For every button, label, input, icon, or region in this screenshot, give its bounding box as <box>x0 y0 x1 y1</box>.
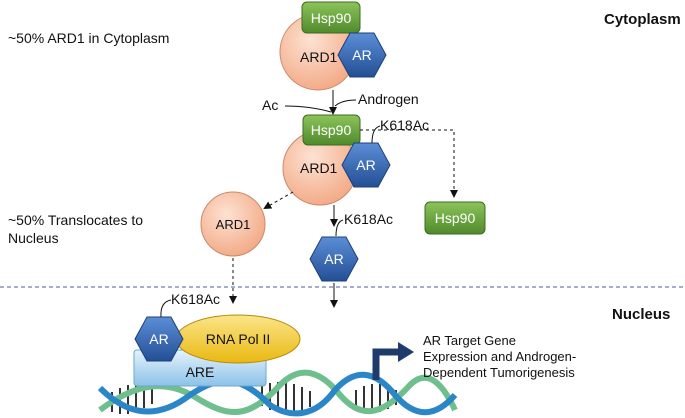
androgen-label: Androgen <box>358 91 419 107</box>
k618ac-label-mid: K618Ac <box>380 117 429 133</box>
k618ac-tag-mid <box>371 125 381 144</box>
hsp90-box-top <box>301 1 361 34</box>
ac-label: Ac <box>262 97 278 113</box>
ar-label-bound: AR <box>149 331 168 347</box>
k618ac-tag-bound <box>160 299 172 318</box>
dna-helix <box>97 369 458 417</box>
are-label: ARE <box>186 364 215 380</box>
ard1-release-arrow <box>263 191 294 209</box>
ard1-label-top: ARD1 <box>300 49 338 65</box>
cytoplasm-label: Cytoplasm <box>604 11 681 28</box>
ar-hexagon-free <box>309 236 359 282</box>
hsp90-label-mid: Hsp90 <box>311 122 352 138</box>
k618ac-tag-free <box>335 219 344 237</box>
target-gene-line3: Dependent Tumorigenesis <box>423 365 575 380</box>
androgen-curve <box>334 99 357 107</box>
hsp90-label-free: Hsp90 <box>435 210 476 226</box>
hsp90-box-free <box>424 201 486 235</box>
ard1-label-free: ARD1 <box>216 217 251 232</box>
hsp90-label-top: Hsp90 <box>311 10 352 26</box>
translocate-label-line1: ~50% Translocates to <box>8 212 143 228</box>
ard1-cytoplasm-label: ~50% ARD1 in Cytoplasm <box>8 30 169 46</box>
ar-label-free: AR <box>324 251 343 267</box>
k618ac-label-free: K618Ac <box>344 211 393 227</box>
ar-label-top: AR <box>352 47 371 63</box>
translocate-label-line2: Nucleus <box>8 230 59 246</box>
target-gene-line2: Expression and Androgen- <box>423 349 576 364</box>
ar-label-mid: AR <box>356 157 375 173</box>
ar-hexagon-top <box>337 32 387 78</box>
ar-hexagon-mid <box>341 142 391 188</box>
ard1-circle-free <box>200 191 266 257</box>
rna-pol-label: RNA Pol II <box>206 331 271 347</box>
transcription-arrow-stem <box>372 348 400 380</box>
nucleus-label: Nucleus <box>612 306 670 323</box>
target-gene-line1: AR Target Gene <box>423 333 516 348</box>
ac-curve <box>284 105 332 113</box>
ar-hexagon-bound <box>134 316 184 362</box>
hsp90-release-arrow <box>360 129 458 198</box>
k618ac-label-bound: K618Ac <box>171 291 220 307</box>
ard1-label-mid: ARD1 <box>300 160 338 176</box>
transcription-arrow-head <box>398 342 414 362</box>
